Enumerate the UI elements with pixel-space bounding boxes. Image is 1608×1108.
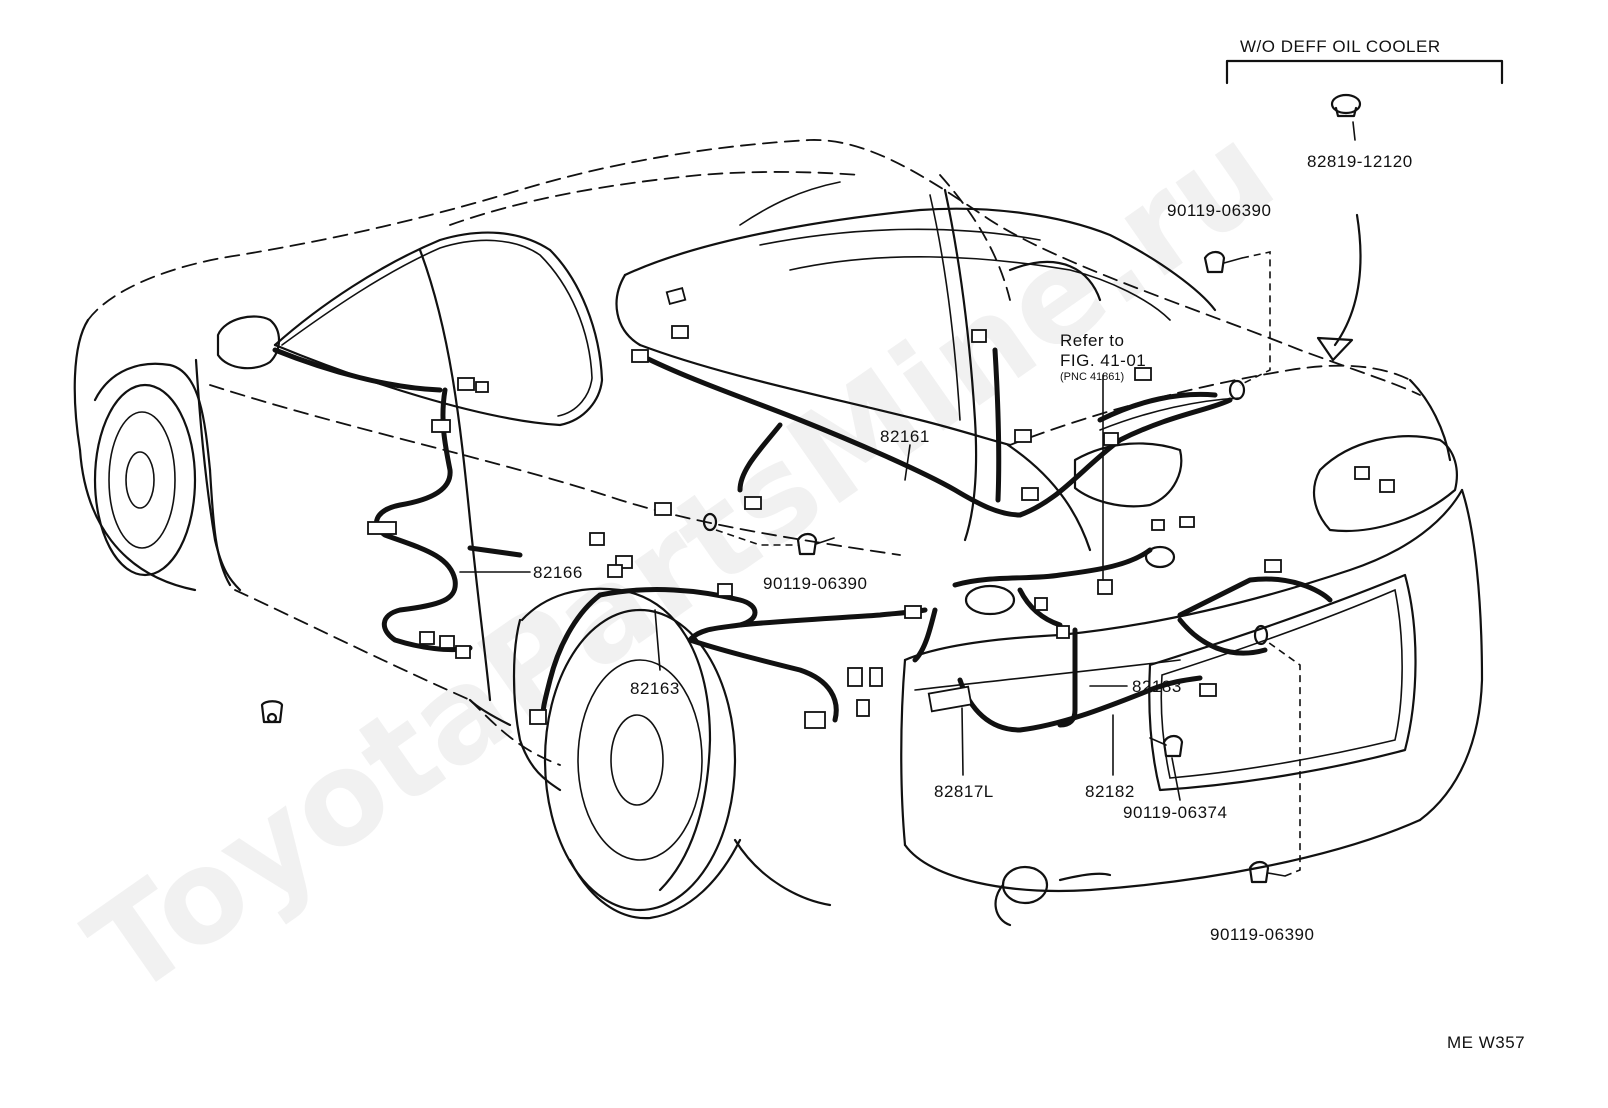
bolt-upper-icon	[1203, 250, 1243, 274]
part-label-harness-lamp: 82182	[1085, 782, 1135, 801]
bolt-lamp-icon	[1149, 734, 1184, 758]
harness-82182-path	[1057, 576, 1333, 728]
connectors	[367, 287, 1395, 729]
part-label-harness-side: 82166	[533, 563, 583, 582]
car-body-outline	[73, 139, 1484, 927]
part-label-grommet-plug: 82819-12120	[1307, 152, 1413, 171]
harness-82183-path	[952, 547, 1153, 628]
part-label-bolt-lower: 90119-06390	[1210, 925, 1314, 944]
reference-note-line2: FIG. 41-01	[1060, 351, 1146, 370]
watermark: ToyotaPartsMine.ru	[62, 97, 1300, 1026]
reference-note-line3: (PNC 41861)	[1060, 371, 1124, 383]
harness-82161-path	[637, 347, 1233, 518]
part-label-harness-plate: 82817L	[934, 782, 994, 801]
part-label-harness-trunk: 82183	[1132, 677, 1182, 696]
part-label-bolt-upper: 90119-06390	[1167, 201, 1271, 220]
grommets	[260, 379, 1269, 724]
variant-bracket	[1225, 59, 1504, 85]
part-label-bolt-middle: 90119-06390	[763, 574, 867, 593]
bolt-middle-dashed-leader	[715, 529, 798, 546]
grommet-plug-icon	[1330, 93, 1362, 118]
part-label-bolt-lamp: 90119-06374	[1123, 803, 1227, 822]
part-label-harness-fender: 82163	[630, 679, 680, 698]
bolt-upper-dashed-leader	[1239, 251, 1271, 386]
label-leaders	[459, 121, 1356, 801]
variant-label: W/O DEFF OIL COOLER	[1240, 37, 1441, 56]
figure-code: ME W357	[1447, 1033, 1525, 1052]
bolt-lower-dashed-leader	[1264, 639, 1301, 877]
reference-note-line1: Refer to	[1060, 331, 1124, 350]
bolt-lower-icon	[1248, 860, 1286, 884]
part-label-harness-roof: 82161	[880, 427, 930, 446]
bolt-middle-icon	[796, 532, 835, 556]
harness-82166-path	[272, 347, 523, 653]
curved-arrow-icon	[1316, 213, 1362, 362]
